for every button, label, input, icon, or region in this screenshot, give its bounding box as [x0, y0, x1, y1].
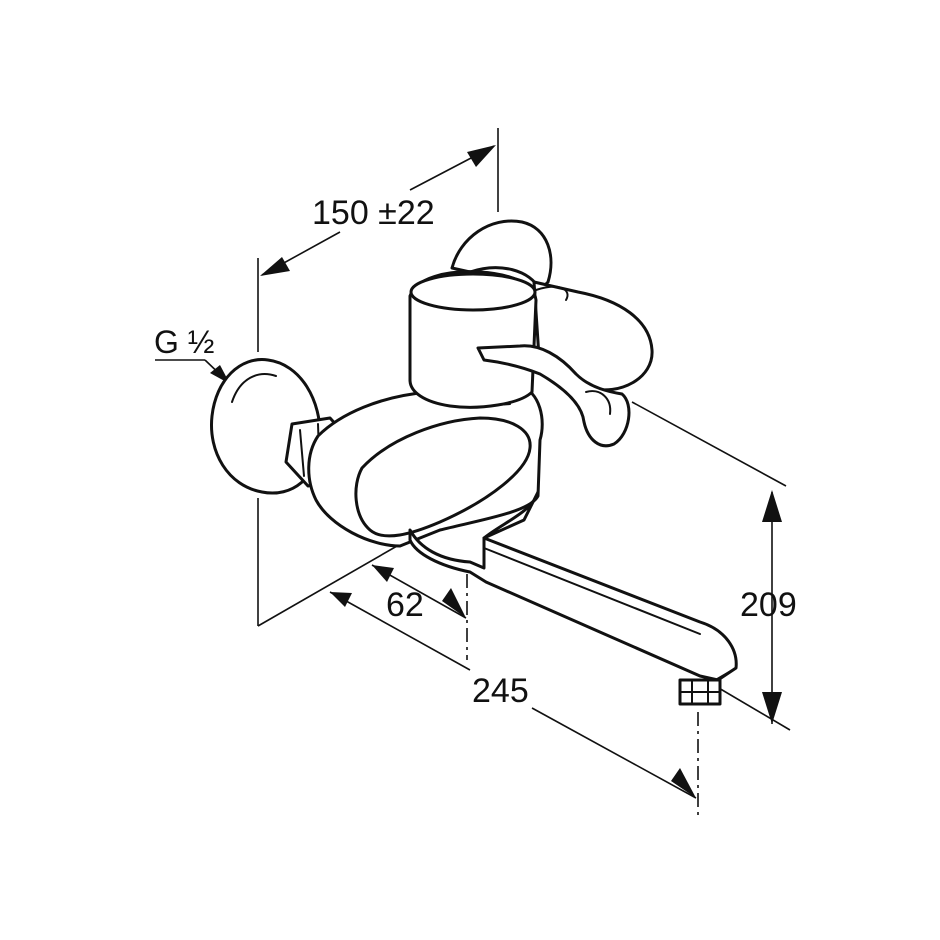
- wall-spacing-label: 150 ±22: [312, 194, 435, 232]
- center-lines: [466, 574, 699, 818]
- mixer-body: [307, 371, 544, 548]
- extension-lines: [155, 128, 791, 731]
- spout: [408, 490, 738, 683]
- aerator: [678, 678, 722, 706]
- rear-wall-rosette: [450, 219, 553, 292]
- lever-handle: [476, 344, 631, 448]
- thread-size-label: G ½: [154, 324, 215, 360]
- spout-height-label: 209: [740, 586, 797, 624]
- spout-reach-label: 245: [472, 672, 529, 710]
- cartridge-cap: [408, 270, 538, 409]
- body-projection-label: 62: [386, 586, 424, 624]
